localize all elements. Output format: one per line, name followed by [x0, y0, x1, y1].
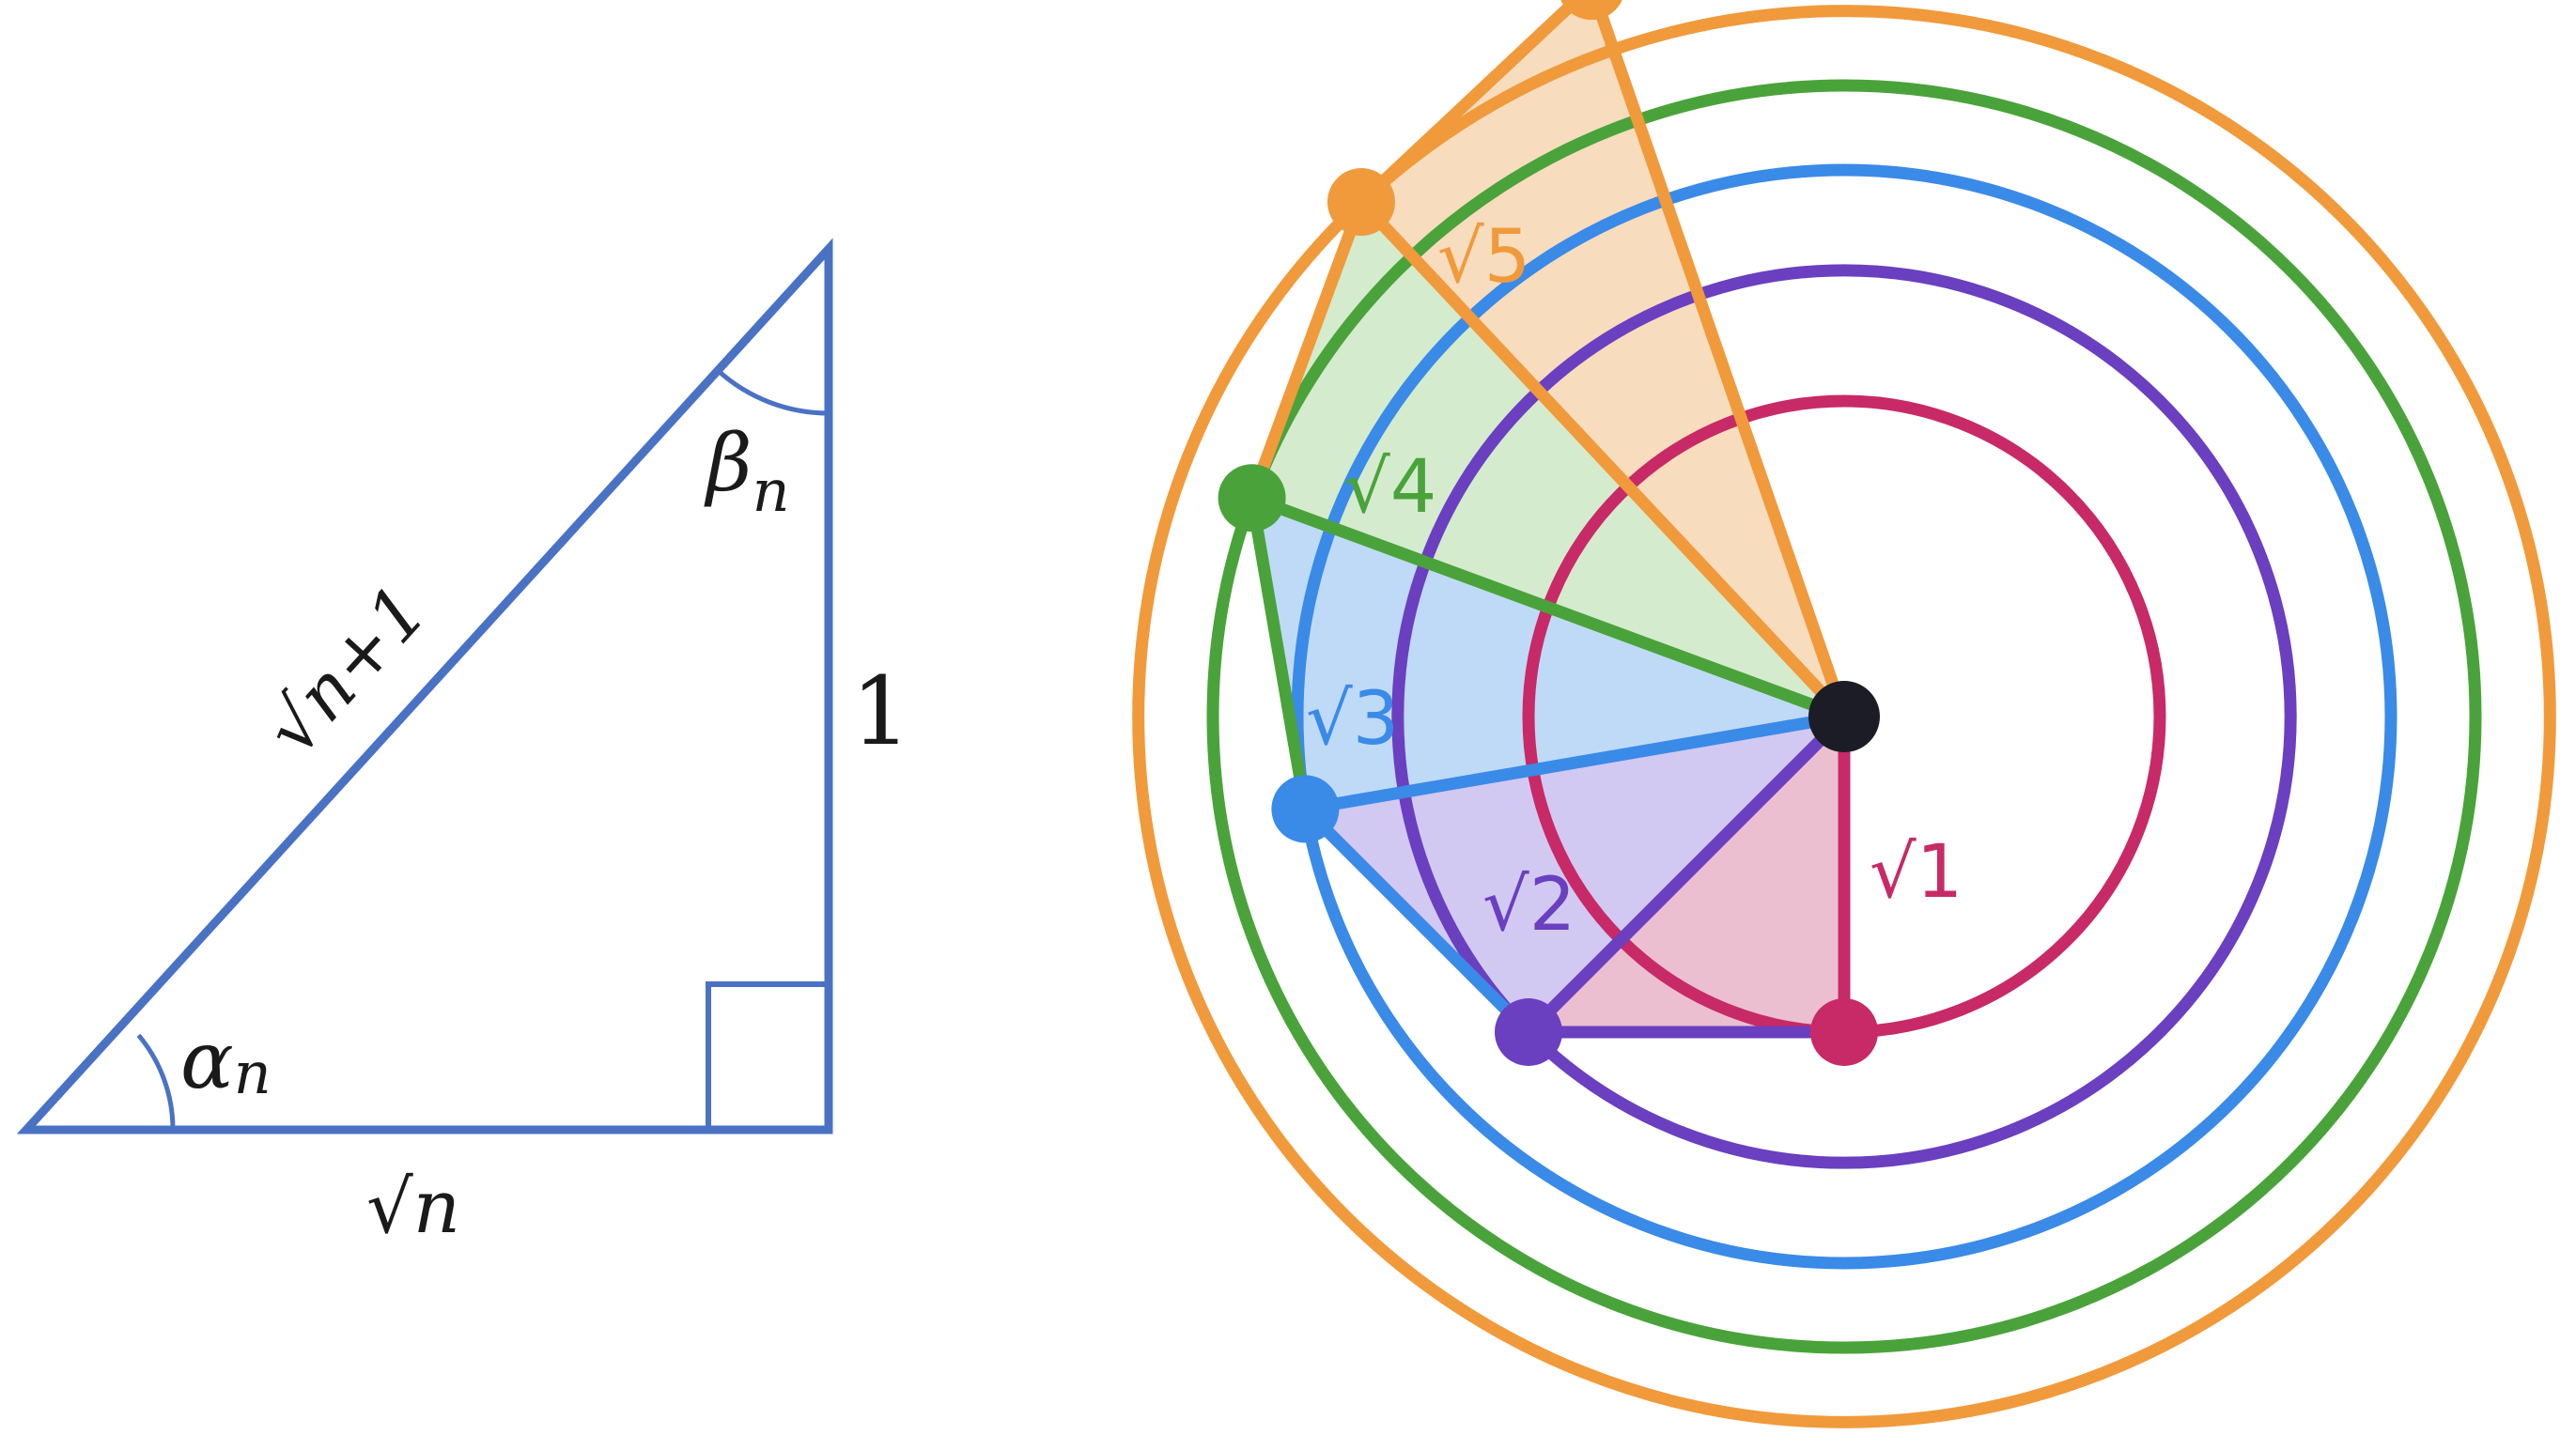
spiral-rays	[1246, 0, 1851, 1039]
base-label: √n	[366, 1165, 460, 1250]
spiral-circle-3	[1291, 163, 2398, 1270]
spiral-ray-4	[1246, 491, 1851, 723]
spiral-outer-edges	[1246, 0, 1851, 1039]
alpha-subscript: n	[234, 1039, 272, 1107]
spiral-edge-4	[1246, 195, 1368, 504]
alpha-angle-arc	[136, 1033, 176, 1131]
spiral-edge-3	[1246, 491, 1311, 815]
spiral-label-2: √2	[1482, 863, 1575, 948]
beta-subscript: n	[753, 456, 790, 525]
spiral-edge-5	[1355, 0, 1586, 208]
spiral-circle-2	[1391, 264, 2297, 1169]
spiral-labels: √1 √2 √3 √4 √5	[1306, 215, 1963, 948]
spiral-point-6	[1560, 0, 1622, 21]
spiral-ray-3	[1298, 710, 1851, 815]
hypotenuse-label: √n+1	[249, 569, 443, 771]
spiral-wedge-5	[1360, 0, 1844, 717]
spiral-label-3: √3	[1306, 677, 1399, 762]
spiral-center-point	[1808, 681, 1880, 752]
spiral-circle-4	[1206, 79, 2482, 1354]
spiral-label-5: √5	[1437, 215, 1530, 300]
spiral-edge-2	[1298, 802, 1535, 1039]
spiral-point-3	[1271, 775, 1340, 843]
spiral-ray-2	[1522, 710, 1851, 1039]
spiral-wedge-4	[1251, 202, 1844, 718]
alpha-label: αn	[180, 1014, 272, 1107]
spiral-ray-5	[1355, 195, 1851, 723]
spiral-point-1	[1810, 998, 1878, 1066]
alpha-symbol: α	[180, 1014, 234, 1106]
vertical-side-label: 1	[851, 656, 911, 766]
spiral-label-4: √4	[1343, 445, 1436, 530]
spiral-label-1: √1	[1870, 830, 1963, 915]
spiral-points	[1218, 0, 1880, 1066]
right-triangle: √n+1 1 √n αn βn	[16, 238, 911, 1250]
beta-angle-arc	[716, 368, 830, 416]
spiral-ray-6	[1590, 0, 1851, 723]
spiral-point-4	[1218, 464, 1286, 532]
spiral-point-5	[1327, 168, 1395, 237]
beta-label: βn	[704, 417, 790, 525]
theodorus-spiral: √1 √2 √3 √4 √5	[1132, 0, 2556, 1428]
hypotenuse-label-text: √n+1	[249, 569, 443, 771]
right-angle-marker	[706, 981, 829, 1130]
spiral-point-2	[1495, 998, 1562, 1066]
spiral-circle-5	[1132, 5, 2556, 1428]
triangle-outline	[16, 238, 833, 1134]
beta-symbol: β	[704, 417, 753, 509]
